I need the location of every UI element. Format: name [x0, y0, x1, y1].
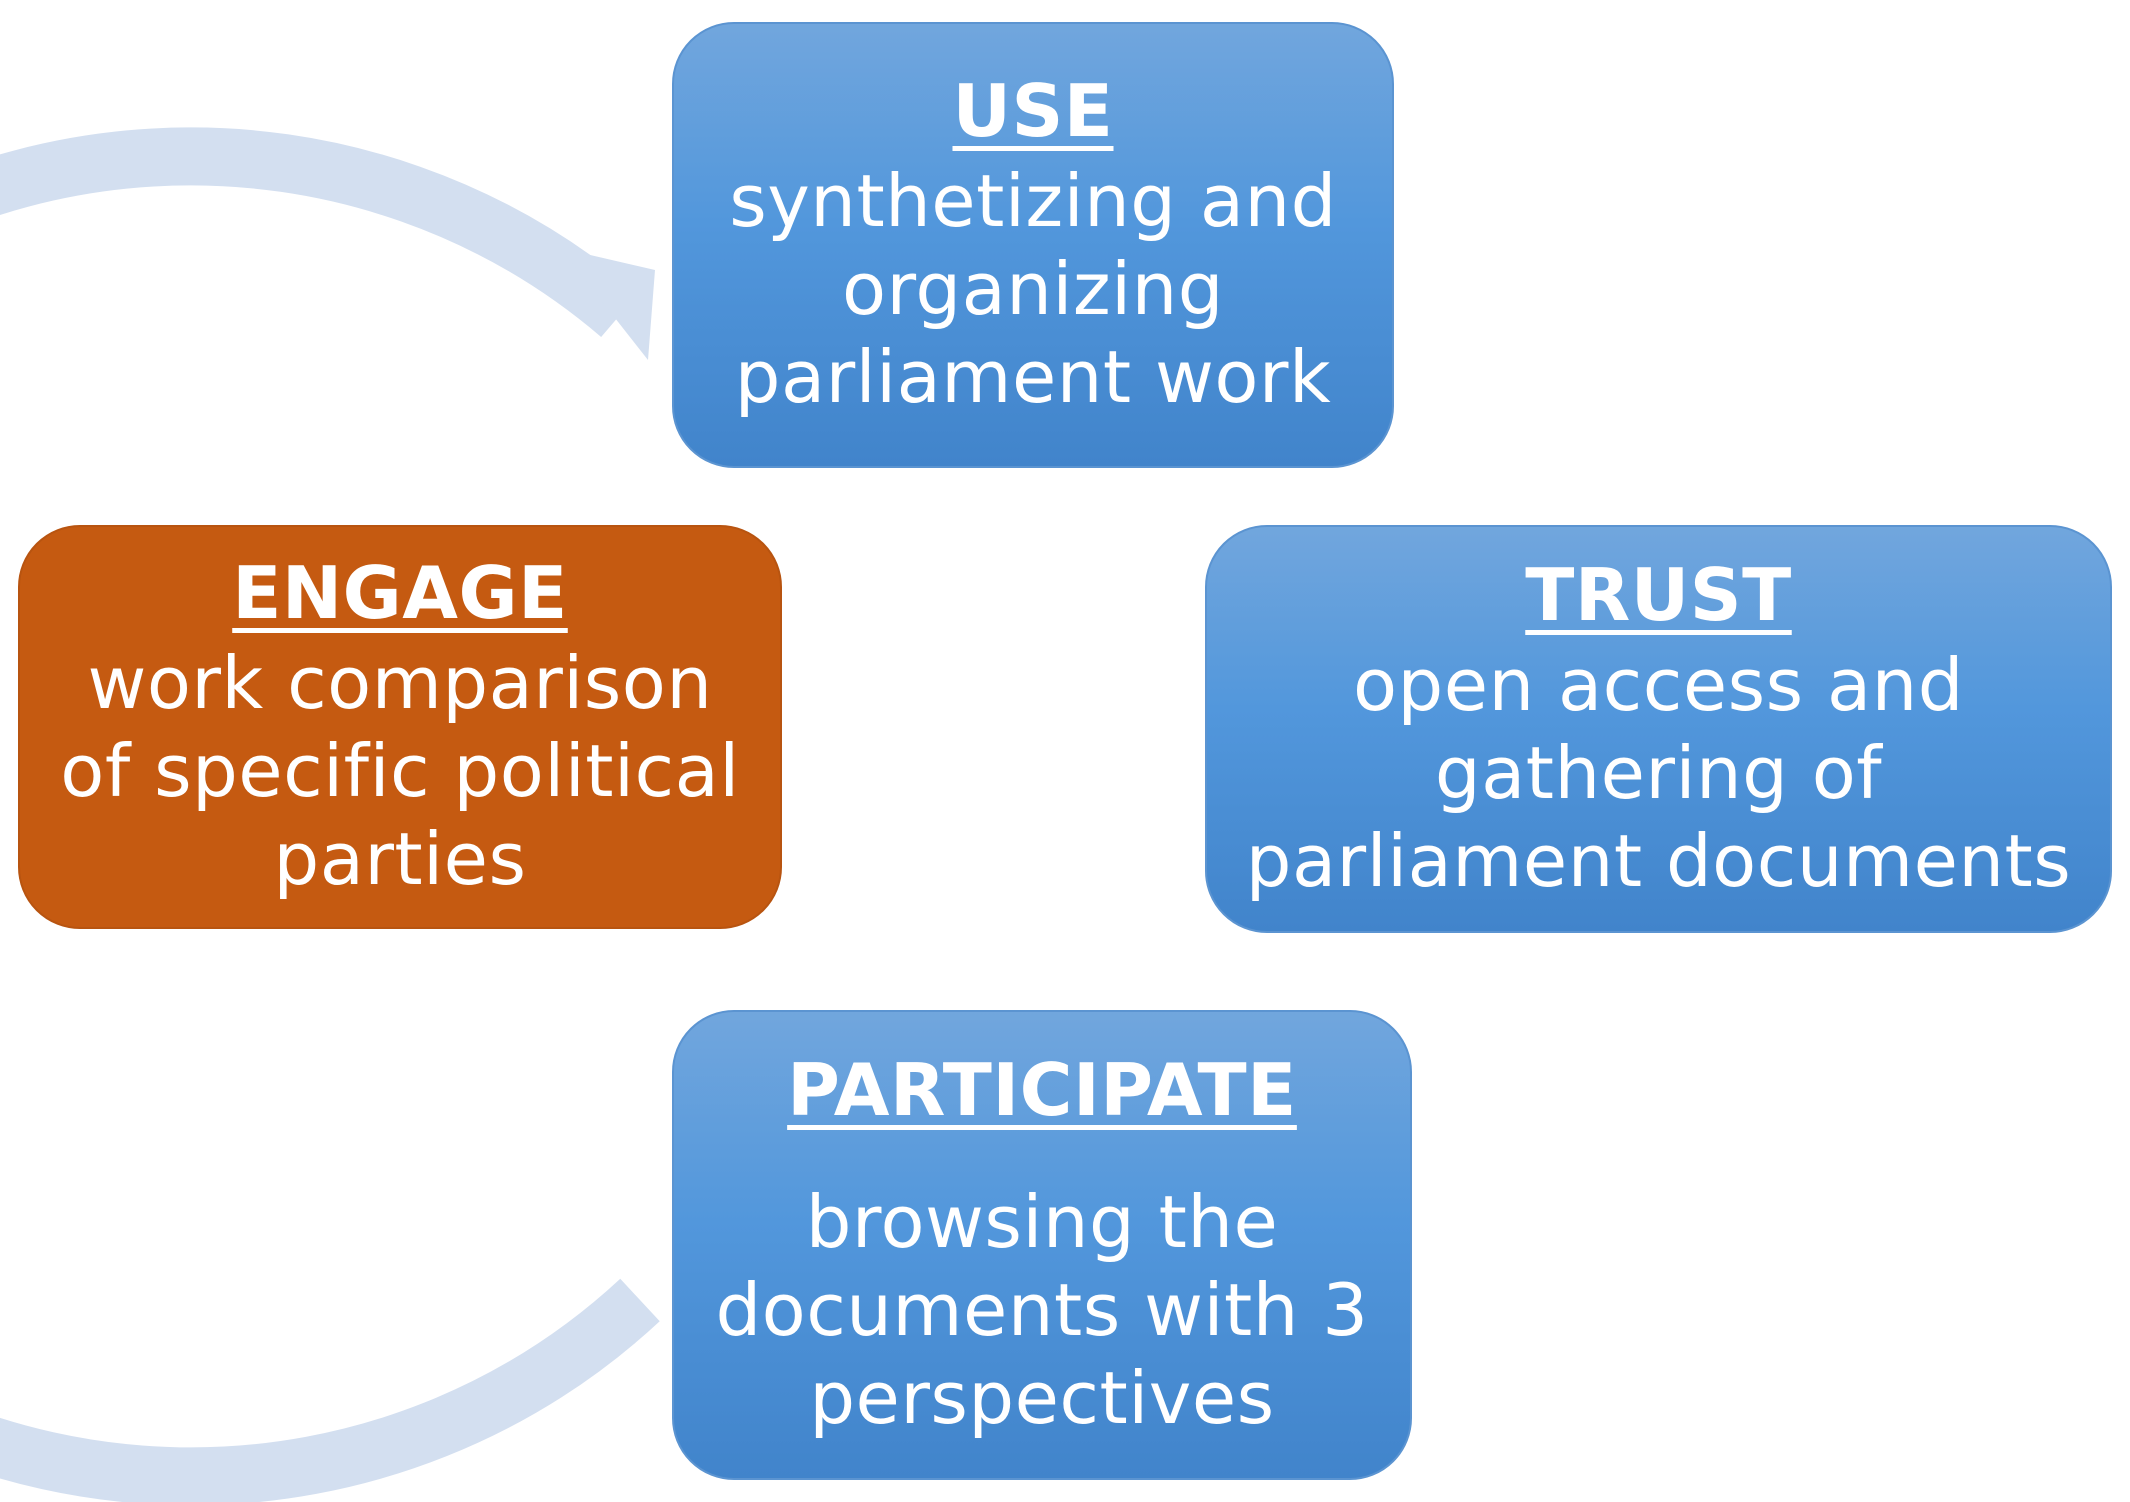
stage-participate-description: browsing the documents with 3 perspectiv… — [715, 1180, 1369, 1440]
cycle-ring-arc — [0, 127, 660, 1502]
stage-trust-box: TRUST open access and gathering of parli… — [1205, 525, 2112, 933]
stage-engage-description: work comparison of specific political pa… — [60, 641, 740, 901]
stage-trust-title: TRUST — [1525, 553, 1792, 638]
cycle-arrow-head-icon — [560, 248, 655, 360]
stage-use-description: synthetizing and organizing parliament w… — [729, 159, 1337, 419]
stage-engage-box: ENGAGE work comparison of specific polit… — [18, 525, 782, 929]
stage-participate-box: PARTICIPATE browsing the documents with … — [672, 1010, 1412, 1480]
stage-use-box: USE synthetizing and organizing parliame… — [672, 22, 1394, 468]
stage-use-title: USE — [952, 69, 1114, 154]
stage-trust-description: open access and gathering of parliament … — [1245, 643, 2072, 903]
stage-participate-title: PARTICIPATE — [787, 1048, 1297, 1133]
stage-engage-title: ENGAGE — [232, 551, 568, 636]
